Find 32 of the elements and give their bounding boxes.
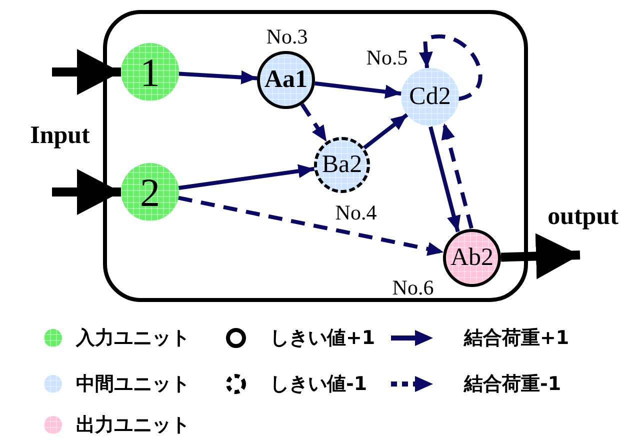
- dashed-arrow: [418, 34, 482, 101]
- big-arrow: [52, 169, 121, 215]
- dashed-arrow: [441, 122, 474, 229]
- unit-number: No.4: [335, 200, 377, 226]
- unit-circle: Ab2: [443, 229, 501, 287]
- unit-circle: Cd2: [401, 68, 459, 126]
- output-label: output: [548, 203, 618, 231]
- arrow: [314, 81, 402, 99]
- unit-circle: 1: [121, 43, 179, 101]
- unit-number: No.3: [266, 24, 308, 50]
- input-label: Input: [30, 122, 90, 150]
- dashed-arrow: [178, 196, 444, 256]
- unit-number: No.5: [366, 46, 408, 70]
- legend-label: しきい値-1: [270, 372, 368, 397]
- dashed-arrow: [300, 103, 328, 143]
- legend-label: 中間ユニット: [76, 372, 190, 397]
- arrow: [178, 164, 315, 190]
- unit-circle: Aa1: [257, 51, 315, 109]
- unit-circle: Ba2: [314, 137, 370, 193]
- rounded-frame: [103, 10, 528, 302]
- arrow: [178, 70, 258, 84]
- arrow: [362, 113, 408, 150]
- legend-label: 出力ユニット: [76, 413, 190, 438]
- unit-number: No.6: [392, 276, 434, 300]
- big-arrow: [500, 233, 580, 280]
- unit-circle: 2: [121, 163, 179, 221]
- legend-label: 入力ユニット: [76, 326, 190, 351]
- big-arrow: [52, 49, 121, 95]
- arrow: [428, 126, 461, 232]
- legend-label: 結合荷重+1: [464, 326, 570, 351]
- legend-label: しきい値+1: [270, 326, 376, 351]
- legend-label: 結合荷重-1: [464, 372, 562, 397]
